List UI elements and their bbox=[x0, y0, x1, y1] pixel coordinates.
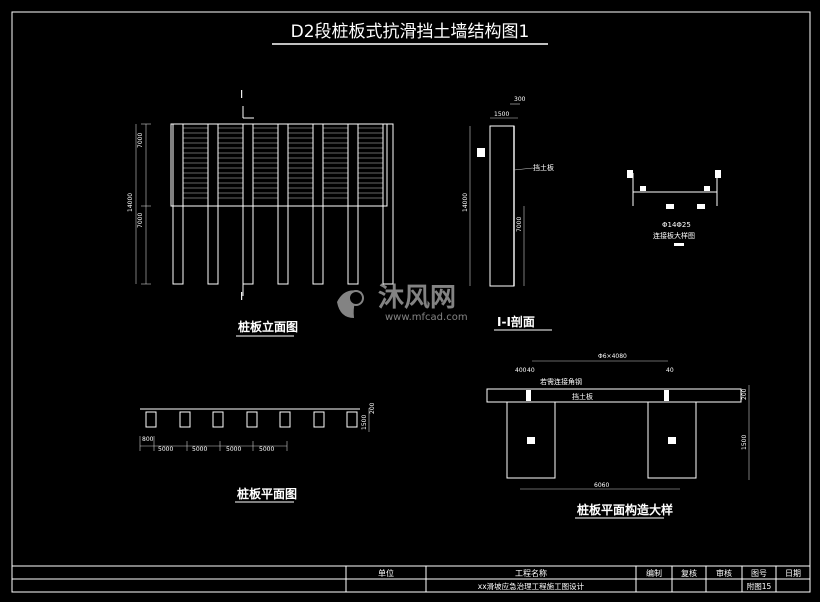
section-board-label: 挡土板 bbox=[533, 163, 554, 172]
watermark-url: www.mfcad.com bbox=[385, 312, 468, 323]
plan-dim: 5000 bbox=[226, 446, 241, 453]
plan-pile bbox=[346, 411, 358, 428]
detail-bolt bbox=[704, 186, 710, 191]
pile-shaft bbox=[277, 123, 289, 285]
elevation-caption: 桩板立面图 bbox=[238, 319, 298, 334]
detail-bolt bbox=[715, 170, 721, 178]
elev-dim-lower: 7000 bbox=[137, 213, 144, 228]
detail-bolt bbox=[697, 204, 705, 209]
retaining-board-outline bbox=[170, 123, 388, 207]
tb-draw: 编制 bbox=[646, 568, 662, 578]
plan-pile bbox=[179, 411, 191, 428]
pd-pile-left bbox=[506, 401, 556, 479]
detail-mark bbox=[674, 243, 684, 246]
drawing-frame bbox=[11, 11, 811, 593]
plan-dim: 5000 bbox=[158, 446, 173, 453]
plan-pile bbox=[145, 411, 157, 428]
pd-dim-top: Φ6×4080 bbox=[598, 353, 627, 360]
plan-caption: 桩板平面图 bbox=[237, 486, 297, 501]
detail-bolt bbox=[640, 186, 646, 191]
tb-fig-no: 附图15 bbox=[747, 582, 772, 591]
pd-rebar bbox=[526, 390, 531, 401]
section-i-i: 300 1500 14000 7000 挡土板 I-I剖面 bbox=[462, 96, 554, 331]
pd-dim-right: 1500 bbox=[741, 435, 748, 450]
pile-shaft bbox=[382, 123, 394, 285]
section-dim-lower: 7000 bbox=[516, 217, 523, 232]
pd-dim-right-a: 40 bbox=[666, 367, 674, 374]
pile-shaft bbox=[347, 123, 359, 285]
watermark: 沐风网 www.mfcad.com bbox=[337, 283, 468, 323]
board-leader bbox=[513, 167, 534, 171]
pd-pile-right bbox=[647, 401, 697, 479]
plan-pile bbox=[246, 411, 258, 428]
drawing-title: D2段桩板式抗滑挡土墙结构图1 bbox=[291, 22, 530, 42]
plan-dim-start: 800 bbox=[142, 436, 154, 443]
plan-pile bbox=[313, 411, 325, 428]
pile-board-plan: 800 5000 5000 5000 5000 1500 200 桩板平面图 bbox=[139, 402, 376, 503]
section-pile bbox=[489, 125, 515, 287]
pd-board bbox=[486, 388, 742, 403]
retaining-board-strips bbox=[183, 127, 383, 199]
section-dim-total: 14000 bbox=[462, 193, 469, 212]
pile-shaft bbox=[172, 123, 184, 285]
pd-dim-bottom: 6060 bbox=[594, 482, 609, 489]
tb-name: 工程名称 bbox=[515, 568, 547, 578]
pile-board-elevation: I I 7000 14000 7000 桩板立面图 bbox=[127, 88, 394, 337]
pd-dim-left-a: 400 bbox=[515, 367, 527, 374]
tb-date: 日期 bbox=[785, 569, 801, 578]
section-mark-top: I bbox=[240, 88, 243, 101]
connection-detail: Φ14Φ25 连接板大样图 bbox=[627, 170, 721, 246]
tb-project: xx滑坡应急治理工程施工图设计 bbox=[478, 581, 585, 591]
pile-shafts bbox=[172, 123, 394, 285]
section-dim-top: 300 bbox=[514, 96, 526, 103]
detail-bolt bbox=[666, 204, 674, 209]
detail-label: Φ14Φ25 bbox=[662, 221, 691, 229]
tb-unit: 单位 bbox=[378, 568, 394, 578]
tb-fig: 图号 bbox=[751, 569, 767, 578]
elev-dim-total: 14000 bbox=[127, 193, 134, 212]
pd-rebar bbox=[664, 390, 669, 401]
section-mark-bottom: I bbox=[240, 290, 243, 303]
pile-shaft bbox=[207, 123, 219, 285]
plan-detail-caption: 桩板平面构造大样 bbox=[577, 502, 673, 517]
pd-pile-mark bbox=[527, 437, 535, 444]
watermark-logo-ring bbox=[348, 290, 364, 306]
elev-dim-upper: 7000 bbox=[137, 133, 144, 148]
section-caption: I-I剖面 bbox=[497, 314, 535, 329]
plan-construction-detail: Φ6×4080 400 40 40 若需连接角钢 挡土板 6060 1500 2… bbox=[486, 353, 750, 519]
plan-dim-right2: 200 bbox=[369, 402, 376, 414]
detail-bolt bbox=[627, 170, 633, 178]
pile-shaft bbox=[242, 123, 254, 285]
pd-dim-right-small: 200 bbox=[741, 388, 748, 400]
section-dim-width: 1500 bbox=[494, 111, 509, 118]
pd-pile-mark bbox=[668, 437, 676, 444]
plan-dim: 5000 bbox=[192, 446, 207, 453]
pd-board-label: 挡土板 bbox=[572, 392, 593, 401]
tb-audit: 审核 bbox=[716, 568, 732, 578]
tb-review: 复核 bbox=[681, 568, 697, 578]
pile-shaft bbox=[312, 123, 324, 285]
pd-note: 若需连接角钢 bbox=[540, 377, 582, 386]
plan-pile bbox=[279, 411, 291, 428]
watermark-text-cn: 沐风网 bbox=[378, 283, 456, 313]
plan-pile bbox=[212, 411, 224, 428]
pd-dim-left-b: 40 bbox=[527, 367, 535, 374]
detail-caption: 连接板大样图 bbox=[653, 231, 695, 240]
plan-piles bbox=[145, 411, 358, 428]
title-block: 单位 工程名称 xx滑坡应急治理工程施工图设计 编制 复核 审核 图号 日期 附… bbox=[12, 565, 810, 592]
plan-dim: 5000 bbox=[259, 446, 274, 453]
section-marker bbox=[477, 148, 485, 157]
plan-dim-right: 1500 bbox=[361, 415, 368, 430]
